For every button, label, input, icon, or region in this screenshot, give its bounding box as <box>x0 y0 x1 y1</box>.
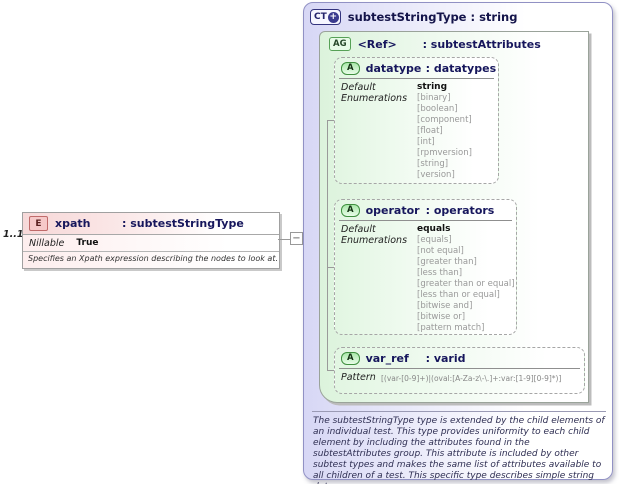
attribute-group-type: : subtestAttributes <box>422 37 541 51</box>
element-badge-icon: E <box>29 216 48 231</box>
element-type: : subtestStringType <box>122 217 244 230</box>
ct-badge-text: CT <box>314 12 327 22</box>
cardinality-label: 1..1 <box>3 229 24 240</box>
enum-value: [greater than] <box>417 257 477 267</box>
default-value: equals <box>417 224 451 234</box>
tree-connector-line <box>327 120 328 371</box>
attribute-badge-icon: A <box>341 203 360 217</box>
attribute-badge-icon: A <box>341 61 360 75</box>
default-value: string <box>417 82 448 92</box>
pattern-value: [(var-[0-9]+)|(oval:[A-Za-z\-\.]+:var:[1… <box>381 374 562 383</box>
enum-value: [equals] <box>417 235 452 245</box>
complex-type-annotation: The subtestStringType type is extended b… <box>313 416 605 484</box>
element-name: xpath <box>55 217 91 230</box>
pattern-label: Pattern <box>341 372 376 383</box>
enum-value: [bitwise or] <box>417 312 466 322</box>
attribute-header: A var_ref : varid <box>339 348 580 369</box>
tree-connector-stub <box>327 120 335 121</box>
attribute-type: : operators <box>425 203 495 217</box>
enum-value: [component] <box>417 115 472 125</box>
connector-line <box>278 239 291 240</box>
attribute-box-operator[interactable]: A operator : operators Default Enumerati… <box>334 199 517 335</box>
attribute-group-box[interactable]: AG <Ref> : subtestAttributes A datatype … <box>319 31 589 403</box>
attribute-name: var_ref <box>365 351 409 365</box>
attribute-facets: Pattern [(var-[0-9]+)|(oval:[A-Za-z\-\.]… <box>335 369 584 385</box>
enum-value: [float] <box>417 126 443 136</box>
enum-value: [not equal] <box>417 246 464 256</box>
attribute-group-name: <Ref> <box>357 37 397 51</box>
complex-type-badge-icon: CT + <box>310 9 341 25</box>
element-box-xpath[interactable]: E xpath : subtestStringType Nillable Tru… <box>22 212 280 269</box>
tree-connector-stub <box>327 267 335 268</box>
attribute-facets: Default Enumerations equals [equals][not… <box>335 221 516 334</box>
tree-connector-stub <box>327 370 335 371</box>
enum-value: [less than] <box>417 268 463 278</box>
enumeration-list: [equals][not equal][greater than][less t… <box>417 235 515 334</box>
expand-plus-icon[interactable]: + <box>327 11 339 23</box>
attribute-badge-icon: A <box>341 351 360 365</box>
enumerations-label: Enumerations <box>341 93 408 104</box>
attribute-header: A datatype : datatypes <box>339 58 497 79</box>
attribute-type: : varid <box>425 351 466 365</box>
attribute-box-datatype[interactable]: A datatype : datatypes Default Enumerati… <box>334 57 499 184</box>
enum-value: [greater than or equal] <box>417 279 515 289</box>
enum-value: [int] <box>417 137 435 147</box>
attribute-group-header: AG <Ref> : subtestAttributes <box>320 32 588 51</box>
attribute-name: operator <box>365 203 420 217</box>
complex-type-box[interactable]: CT + subtestStringType : string AG <Ref>… <box>303 2 613 484</box>
enum-value: [bitwise and] <box>417 301 473 311</box>
enum-value: [binary] <box>417 93 451 103</box>
enum-value: [boolean] <box>417 104 458 114</box>
collapse-toggle-icon[interactable]: − <box>290 232 303 245</box>
attribute-type: : datatypes <box>425 61 497 75</box>
enumerations-label: Enumerations <box>341 235 408 246</box>
element-nillable-row: Nillable True <box>23 235 279 252</box>
nillable-label: Nillable <box>29 237 65 249</box>
default-label: Default <box>341 82 376 93</box>
element-annotation: Specifies an Xpath expression describing… <box>28 254 278 263</box>
element-header: E xpath : subtestStringType <box>23 213 279 235</box>
enum-value: [version] <box>417 170 455 180</box>
complex-type-title: subtestStringType : string <box>347 10 518 24</box>
enum-value: [string] <box>417 159 449 169</box>
attribute-name: datatype <box>365 61 422 75</box>
attribute-group-badge-icon: AG <box>329 37 351 51</box>
nillable-value: True <box>76 238 99 248</box>
complex-type-header: CT + subtestStringType : string <box>304 3 612 25</box>
enum-value: [rpmversion] <box>417 148 472 158</box>
attribute-header: A operator : operators <box>339 200 512 221</box>
enum-value: [less than or equal] <box>417 290 500 300</box>
enum-value: [pattern match] <box>417 323 485 333</box>
annotation-divider <box>312 411 606 412</box>
default-label: Default <box>341 224 376 235</box>
attribute-facets: Default Enumerations string [binary][boo… <box>335 79 498 181</box>
attribute-box-var-ref[interactable]: A var_ref : varid Pattern [(var-[0-9]+)|… <box>334 347 585 394</box>
enumeration-list: [binary][boolean][component][float][int]… <box>417 93 492 181</box>
